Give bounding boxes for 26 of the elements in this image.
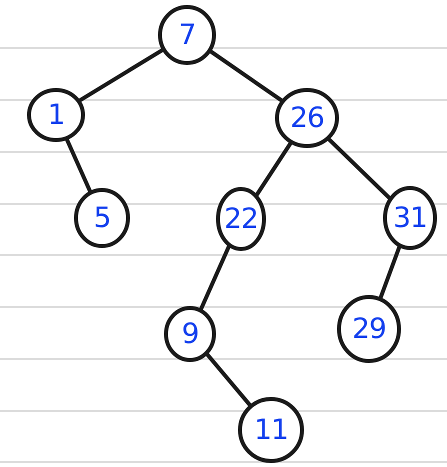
tree-node-circle xyxy=(238,397,304,463)
tree-edge-line xyxy=(199,244,231,311)
tree-node-circle xyxy=(74,188,130,248)
tree-edge-line xyxy=(78,48,164,102)
tree-node-circle xyxy=(164,306,216,362)
tree-node-circle xyxy=(158,5,216,65)
tree-node-circle xyxy=(383,186,437,250)
node-value: 29 xyxy=(352,315,386,343)
tree-edge-line xyxy=(378,245,402,300)
tree-edge-line xyxy=(65,138,92,193)
node-value: 9 xyxy=(182,320,198,348)
node-value: 31 xyxy=(393,204,427,232)
node-value: 7 xyxy=(178,21,196,49)
node-value: 22 xyxy=(224,205,258,233)
tree-edge-line xyxy=(209,50,284,102)
node-value: 1 xyxy=(48,101,64,129)
node-value: 11 xyxy=(254,416,288,444)
tree-node-circle xyxy=(337,295,401,363)
tree-edge-line xyxy=(255,142,292,196)
tree-node-circle xyxy=(275,88,339,148)
node-value: 26 xyxy=(290,104,324,132)
tree-node-circle xyxy=(27,88,85,142)
tree-node-circle xyxy=(216,187,266,251)
tree-edge-line xyxy=(206,352,252,407)
tree-edge-line xyxy=(327,138,392,200)
node-value: 5 xyxy=(94,204,110,232)
